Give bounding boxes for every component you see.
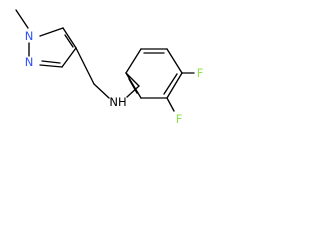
bond-c5-c4-ring	[166, 48, 183, 74]
bond-ch2-nh	[93, 83, 110, 99]
bond-c3-n2-double	[41, 60, 61, 64]
atom-label-amine: NH	[109, 95, 126, 109]
bond-c5-c4	[62, 27, 77, 49]
atom-label-methyl-n: N	[25, 29, 34, 43]
bond-c2-c1-double	[128, 78, 138, 94]
bond-c4-c3-ring	[166, 72, 183, 99]
bond-c4-c3	[61, 47, 77, 68]
bond-methyl-n	[15, 9, 29, 29]
bond-ch2-c1	[125, 72, 140, 87]
bond-c5-c4-double	[64, 34, 74, 48]
atom-label-fluoro-lower: F	[176, 112, 183, 126]
bond-c1-c6	[125, 48, 142, 74]
bond-c4-ch2	[75, 47, 95, 85]
atom-label-ring-n: N	[25, 55, 34, 69]
bond-c4-c3-ring-double	[163, 73, 178, 95]
bond-c3-f	[166, 97, 175, 112]
atom-label-fluoro-upper: F	[197, 66, 204, 80]
bonds	[15, 9, 195, 112]
bond-nh-ch2	[126, 85, 140, 98]
bond-c2-c1	[125, 72, 142, 99]
bond-c3-n2	[39, 64, 63, 68]
structure-canvas: N N NH F F	[15, 9, 204, 126]
bond-n1-c5	[39, 27, 64, 37]
atom-labels: N N NH F F	[25, 29, 204, 126]
